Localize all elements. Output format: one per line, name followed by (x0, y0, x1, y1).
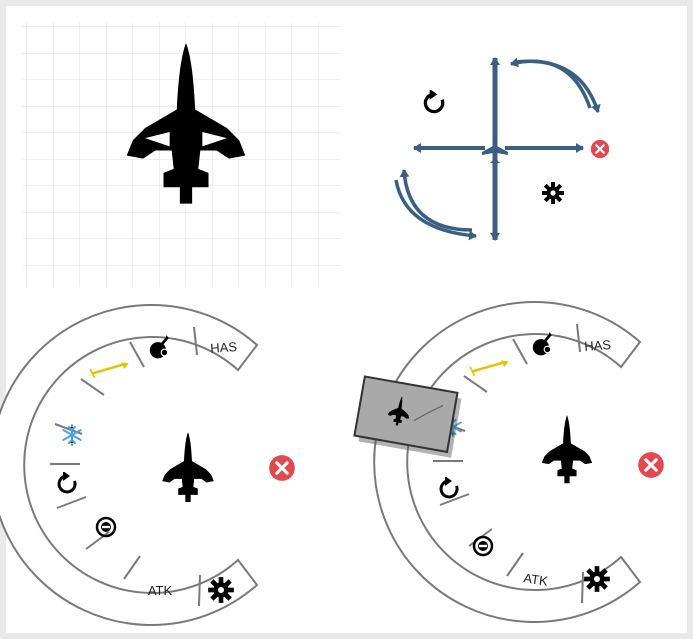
gear-icon[interactable] (208, 577, 234, 603)
gear-icon[interactable] (584, 566, 610, 592)
menu-segment-has[interactable]: HAS (210, 339, 238, 356)
gear-icon[interactable] (542, 182, 564, 204)
close-icon[interactable] (638, 452, 664, 478)
label-has: HAS (584, 337, 612, 354)
menu-segment-has[interactable]: HAS (584, 337, 612, 354)
menu-segment-atk[interactable]: ATK (148, 583, 173, 598)
label-has: HAS (210, 339, 238, 356)
close-icon[interactable] (269, 455, 295, 481)
label-atk: ATK (148, 583, 173, 598)
close-icon[interactable] (591, 140, 609, 158)
grid-preview-panel (22, 22, 340, 287)
